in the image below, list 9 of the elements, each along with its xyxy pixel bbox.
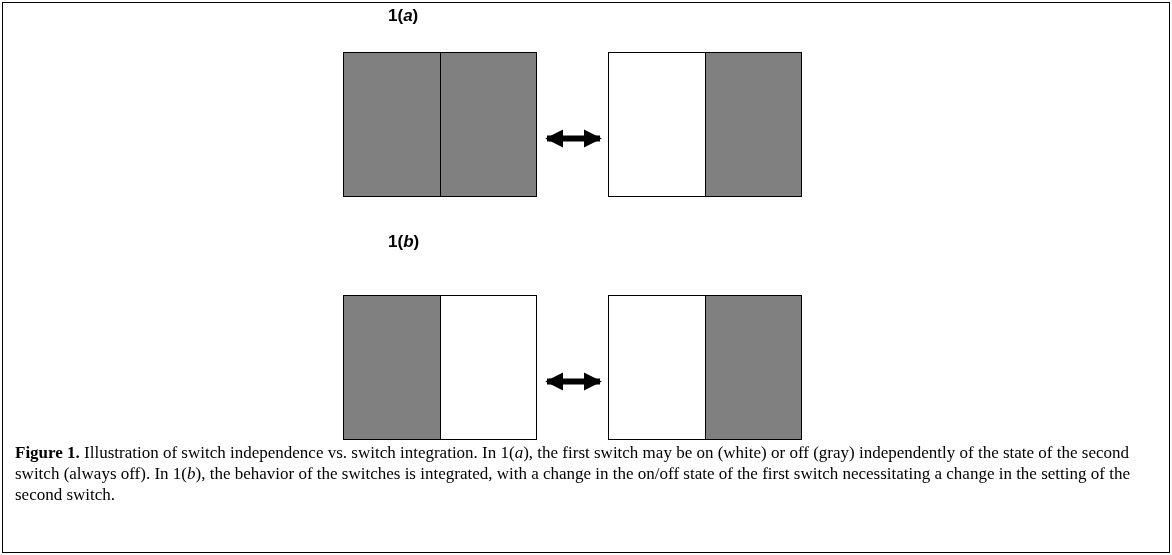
switch-pair-box [343, 295, 537, 440]
double-arrow [545, 372, 602, 391]
panel-label: 1(b) [388, 232, 420, 252]
switch-pair-box [343, 52, 537, 197]
switch-pair-box [608, 295, 802, 440]
figure-caption: Figure 1. Illustration of switch independence vs. switch integration. In 1(a), the first switch may be on (white) or off (gray) independently of the state of the second switch (always off). In 1(b), the behavior of the switches is integrated, with a change in the on/off state of the first switch necessitating a change in the setting of the second switch. [15, 442, 1131, 505]
double-arrow [545, 129, 602, 148]
switch-pair-box [608, 52, 802, 197]
panel-label: 1(a) [388, 6, 419, 26]
